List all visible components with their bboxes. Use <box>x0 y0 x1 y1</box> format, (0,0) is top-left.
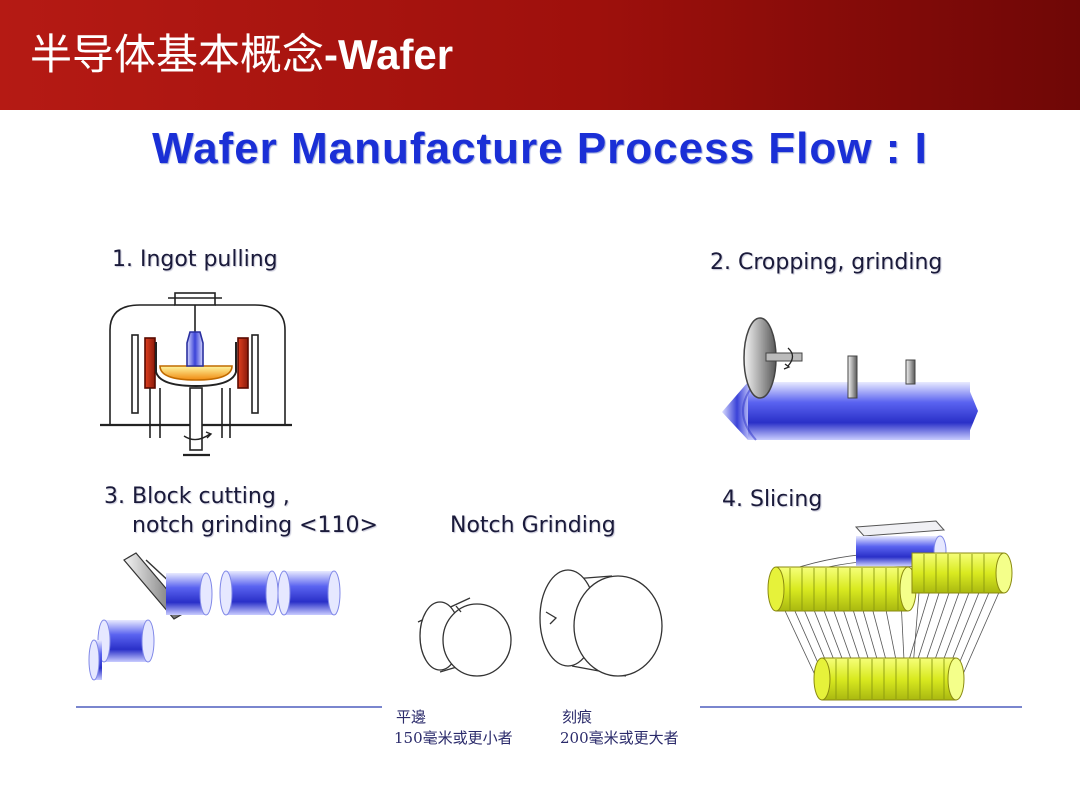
cropping-grinding-illustration <box>722 317 978 441</box>
step-block-cutting: 3. Block cutting , <box>104 484 290 509</box>
step-notch-grinding-110: notch grinding <110> <box>132 513 378 538</box>
ingot-puller-illustration <box>100 292 292 457</box>
flat-size-note: 150毫米或更小者 <box>394 729 513 747</box>
block-cutting-illustration <box>88 552 341 681</box>
step-slicing: 4. Slicing <box>722 487 823 512</box>
slicing-illustration <box>767 520 1013 701</box>
step-cropping-grinding: 2. Cropping, grinding <box>710 250 943 275</box>
notch-cylinder-illustration <box>539 569 663 677</box>
header-title-cn: 半导体基本概念 <box>30 30 325 79</box>
notch-size-note: 200毫米或更大者 <box>560 729 679 747</box>
notch-grinding-label: Notch Grinding <box>450 513 616 538</box>
header-bar: 半导体基本概念-Wafer <box>0 0 1080 110</box>
notch-label: 刻痕 <box>562 708 593 726</box>
flat-label: 平邊 <box>396 708 427 726</box>
flat-cylinder-illustration <box>417 597 512 677</box>
step-ingot-pulling: 1. Ingot pulling <box>112 247 278 272</box>
header-title: 半导体基本概念-Wafer <box>30 30 453 80</box>
header-title-latin: -Wafer <box>324 31 454 78</box>
page-title: Wafer Manufacture Process Flow : I <box>152 124 928 173</box>
